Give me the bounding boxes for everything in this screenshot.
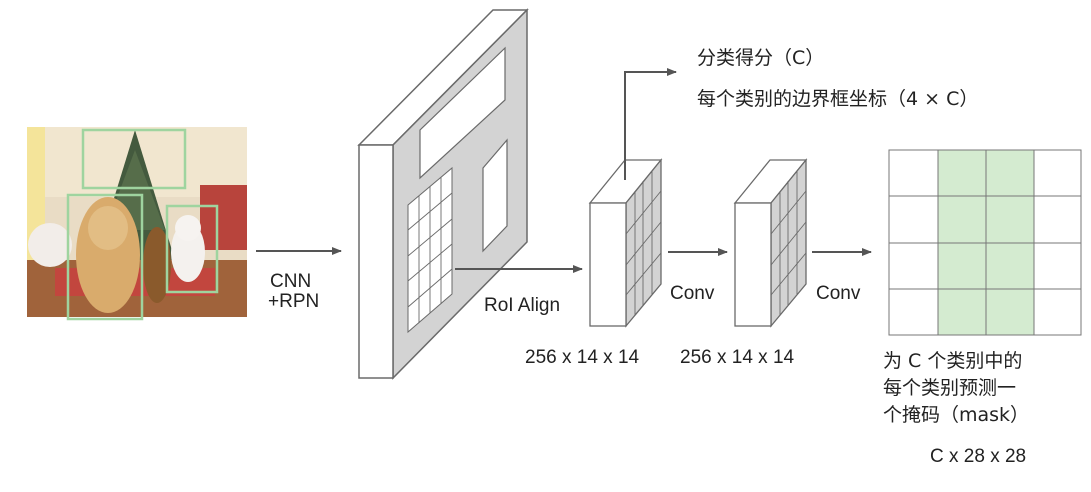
conv-1-label: Conv <box>670 283 715 304</box>
proposal-region-right <box>482 138 508 253</box>
roi-dims-label: 256 x 14 x 14 <box>525 347 640 368</box>
feature-map-block <box>357 8 529 380</box>
cnn-label: CNN <box>270 271 311 292</box>
detection-box-dog <box>66 193 144 321</box>
box-coords-label: 每个类别的边界框坐标（4 × C） <box>697 88 978 110</box>
class-scores-label: 分类得分（C） <box>697 47 824 69</box>
conv-2-label: Conv <box>816 283 861 304</box>
roi-align-label: RoI Align <box>484 295 560 316</box>
conv-dims-label: 256 x 14 x 14 <box>680 347 795 368</box>
mask-dims-label: C x 28 x 28 <box>930 446 1026 467</box>
input-image <box>27 127 247 317</box>
rpn-label: +RPN <box>268 291 319 312</box>
proposal-region-top <box>419 46 506 180</box>
detection-box-tree <box>81 128 187 190</box>
mask-desc-line-2: 每个类别预测一 <box>883 377 1016 399</box>
arrow-branch-to-heads <box>624 68 677 180</box>
roi-grid <box>407 166 453 334</box>
mask-desc-line-3: 个掩码（mask） <box>883 404 1029 426</box>
detection-box-cat <box>165 204 219 294</box>
mask-output-grid <box>888 149 1082 336</box>
roi-feature-cube <box>588 158 663 328</box>
mask-desc-line-1: 为 C 个类别中的 <box>883 350 1022 372</box>
conv-feature-cube <box>733 158 808 328</box>
